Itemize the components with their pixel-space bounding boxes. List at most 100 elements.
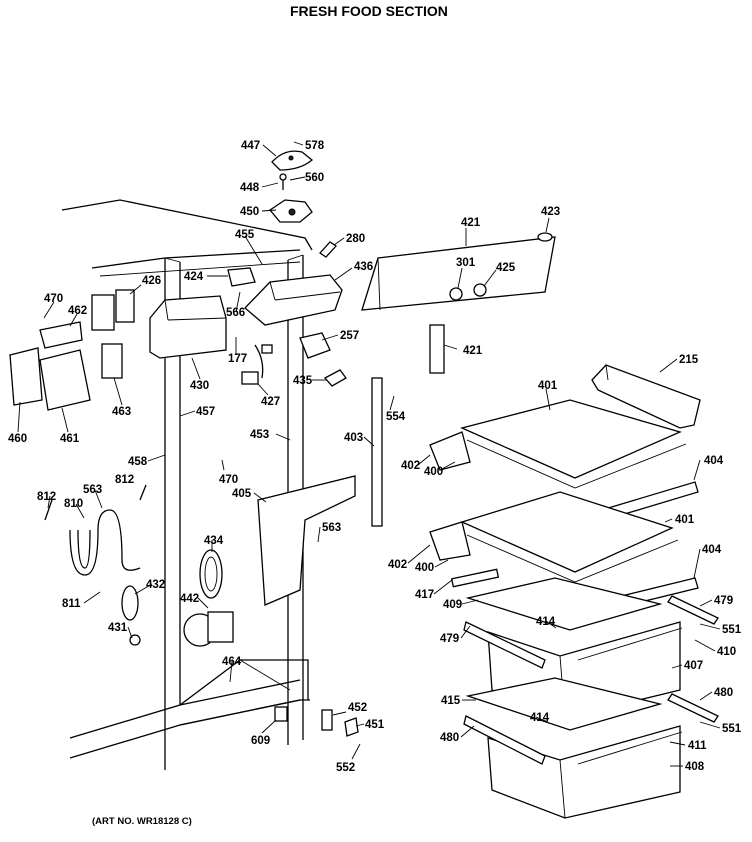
callout-463: 463 bbox=[112, 406, 131, 418]
part-421-light-lens bbox=[429, 324, 445, 374]
callout-414-lower: 414 bbox=[530, 712, 550, 724]
callout-447: 447 bbox=[241, 140, 260, 152]
callout-434: 434 bbox=[204, 535, 224, 547]
callout-436: 436 bbox=[354, 261, 373, 273]
callout-462: 462 bbox=[68, 305, 87, 317]
callout-552: 552 bbox=[336, 762, 355, 774]
diagram-title: FRESH FOOD SECTION bbox=[290, 3, 448, 19]
callout-411: 411 bbox=[688, 740, 707, 752]
part-442-damper bbox=[183, 611, 234, 647]
part-463-block bbox=[101, 343, 123, 379]
callout-453: 453 bbox=[250, 429, 269, 441]
part-415-crisper-cover bbox=[465, 677, 663, 731]
callout-407: 407 bbox=[684, 660, 703, 672]
callout-430: 430 bbox=[190, 380, 209, 392]
callout-257: 257 bbox=[340, 330, 359, 342]
part-452-bracket bbox=[321, 709, 333, 731]
callout-448: 448 bbox=[240, 182, 260, 194]
part-436-housing bbox=[244, 274, 343, 326]
callout-404-top: 404 bbox=[704, 455, 724, 467]
callout-421-top: 421 bbox=[461, 217, 481, 229]
callout-551-lower: 551 bbox=[722, 723, 742, 735]
callout-301: 301 bbox=[456, 257, 476, 269]
callout-409: 409 bbox=[443, 599, 462, 611]
part-447-cap bbox=[271, 150, 314, 171]
part-417-rod bbox=[450, 568, 500, 588]
art-number: (ART NO. WR18128 C) bbox=[92, 816, 192, 827]
callout-479-right: 479 bbox=[714, 595, 733, 607]
callout-215: 215 bbox=[679, 354, 699, 366]
callout-408: 408 bbox=[685, 761, 705, 773]
callout-566: 566 bbox=[226, 307, 245, 319]
callout-431: 431 bbox=[108, 622, 128, 634]
callout-450: 450 bbox=[240, 206, 259, 218]
part-426-clip bbox=[91, 289, 135, 331]
part-435-clip bbox=[323, 369, 347, 387]
part-409-crisper-cover bbox=[465, 577, 663, 631]
callout-811: 811 bbox=[62, 598, 81, 610]
callout-401-lower: 401 bbox=[675, 514, 695, 526]
callout-451: 451 bbox=[365, 719, 385, 731]
callout-442: 442 bbox=[180, 593, 199, 605]
part-421-control-panel bbox=[361, 236, 556, 311]
callout-404-lower: 404 bbox=[702, 544, 722, 556]
part-430-cover bbox=[149, 295, 227, 359]
part-450-bracket bbox=[269, 199, 313, 223]
callout-423: 423 bbox=[541, 206, 560, 218]
callout-400-lower: 400 bbox=[415, 562, 434, 574]
part-462-bracket bbox=[39, 321, 83, 349]
part-448-screw bbox=[279, 173, 287, 190]
part-432-sleeve bbox=[121, 585, 139, 621]
part-423-knob bbox=[537, 232, 553, 242]
callout-435: 435 bbox=[293, 375, 313, 387]
callout-424: 424 bbox=[184, 271, 204, 283]
callout-554: 554 bbox=[386, 411, 406, 423]
callout-415: 415 bbox=[441, 695, 461, 707]
callout-414-upper: 414 bbox=[536, 616, 556, 628]
callout-425: 425 bbox=[496, 262, 516, 274]
callout-417: 417 bbox=[415, 589, 434, 601]
part-480-slide-left bbox=[463, 715, 546, 765]
part-408-lower-pan bbox=[487, 725, 683, 819]
callout-402-lower: 402 bbox=[388, 559, 407, 571]
part-810-heater bbox=[69, 509, 141, 576]
callout-460: 460 bbox=[8, 433, 27, 445]
callout-812-right: 812 bbox=[115, 474, 134, 486]
callout-470-top: 470 bbox=[44, 293, 63, 305]
callout-810: 810 bbox=[64, 498, 83, 510]
leader-lines bbox=[17, 141, 721, 767]
part-403-ladder bbox=[371, 377, 383, 527]
callout-455: 455 bbox=[235, 229, 255, 241]
part-280-clip bbox=[319, 241, 337, 258]
part-400-support-lower bbox=[429, 521, 471, 561]
callout-461: 461 bbox=[60, 433, 80, 445]
part-431-nut bbox=[129, 634, 141, 646]
callout-405: 405 bbox=[232, 488, 252, 500]
callout-410: 410 bbox=[717, 646, 736, 658]
callout-452: 452 bbox=[348, 702, 367, 714]
part-401-shelf-lower bbox=[460, 491, 679, 583]
callout-421-lens: 421 bbox=[463, 345, 483, 357]
callout-177: 177 bbox=[228, 353, 247, 365]
callout-470-mid: 470 bbox=[219, 474, 238, 486]
callout-480-left: 480 bbox=[440, 732, 459, 744]
callout-427: 427 bbox=[261, 396, 280, 408]
callout-563-right: 563 bbox=[322, 522, 341, 534]
callout-402-top: 402 bbox=[401, 460, 420, 472]
callout-458: 458 bbox=[128, 456, 148, 468]
callout-578: 578 bbox=[305, 140, 325, 152]
callout-464: 464 bbox=[222, 656, 242, 668]
callout-432: 432 bbox=[146, 579, 165, 591]
part-451-hinge bbox=[344, 717, 359, 737]
callout-551-upper: 551 bbox=[722, 624, 742, 636]
callout-457: 457 bbox=[196, 406, 215, 418]
part-405-duct-cover bbox=[257, 475, 356, 606]
part-460-housing bbox=[9, 347, 43, 406]
callout-480-right: 480 bbox=[714, 687, 733, 699]
part-461-housing bbox=[39, 349, 91, 411]
part-812-plug bbox=[44, 484, 147, 521]
part-427-harness bbox=[241, 344, 273, 385]
part-257-box bbox=[299, 332, 331, 359]
part-215-bin bbox=[591, 364, 701, 429]
